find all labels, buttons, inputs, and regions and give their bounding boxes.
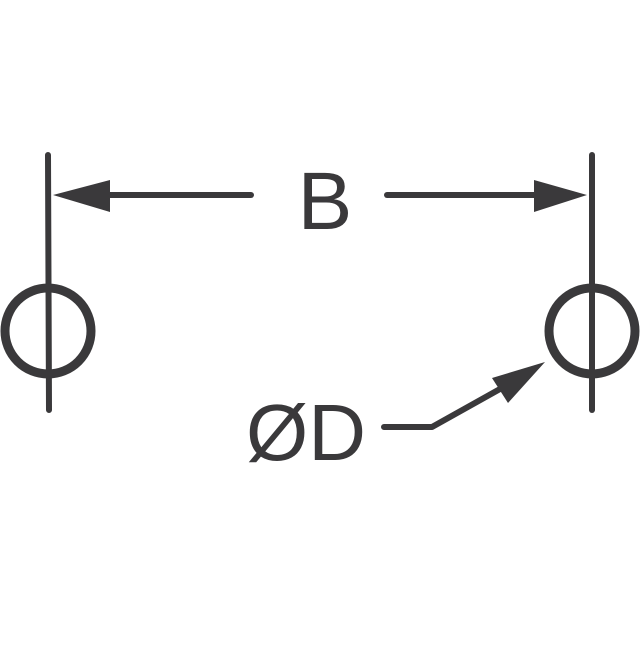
- spacing-label: B: [298, 156, 353, 247]
- left-hole-circle: [0, 283, 96, 379]
- diameter-leader-line: [381, 386, 503, 430]
- left-arrowhead-icon: [53, 180, 110, 212]
- left-extension-line: [45, 152, 52, 413]
- right-hole-circle: [544, 283, 640, 379]
- right-arrowhead-icon: [534, 180, 587, 212]
- diameter-label: ØD: [246, 388, 366, 477]
- leader-arrowhead-icon: [492, 362, 545, 403]
